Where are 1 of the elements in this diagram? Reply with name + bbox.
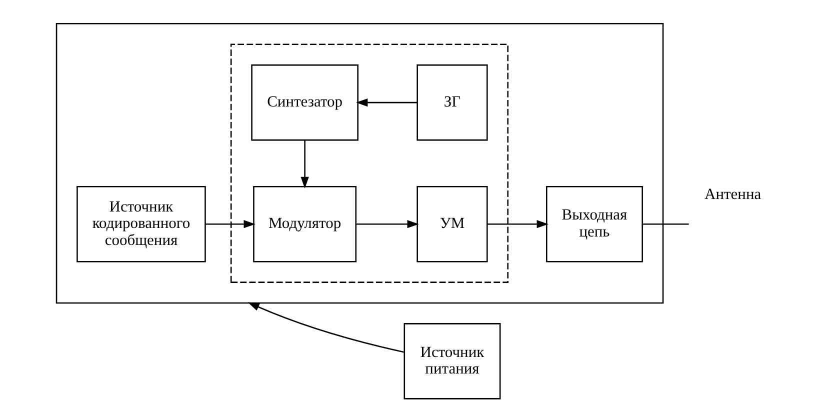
node-text: Антенна	[704, 186, 762, 204]
